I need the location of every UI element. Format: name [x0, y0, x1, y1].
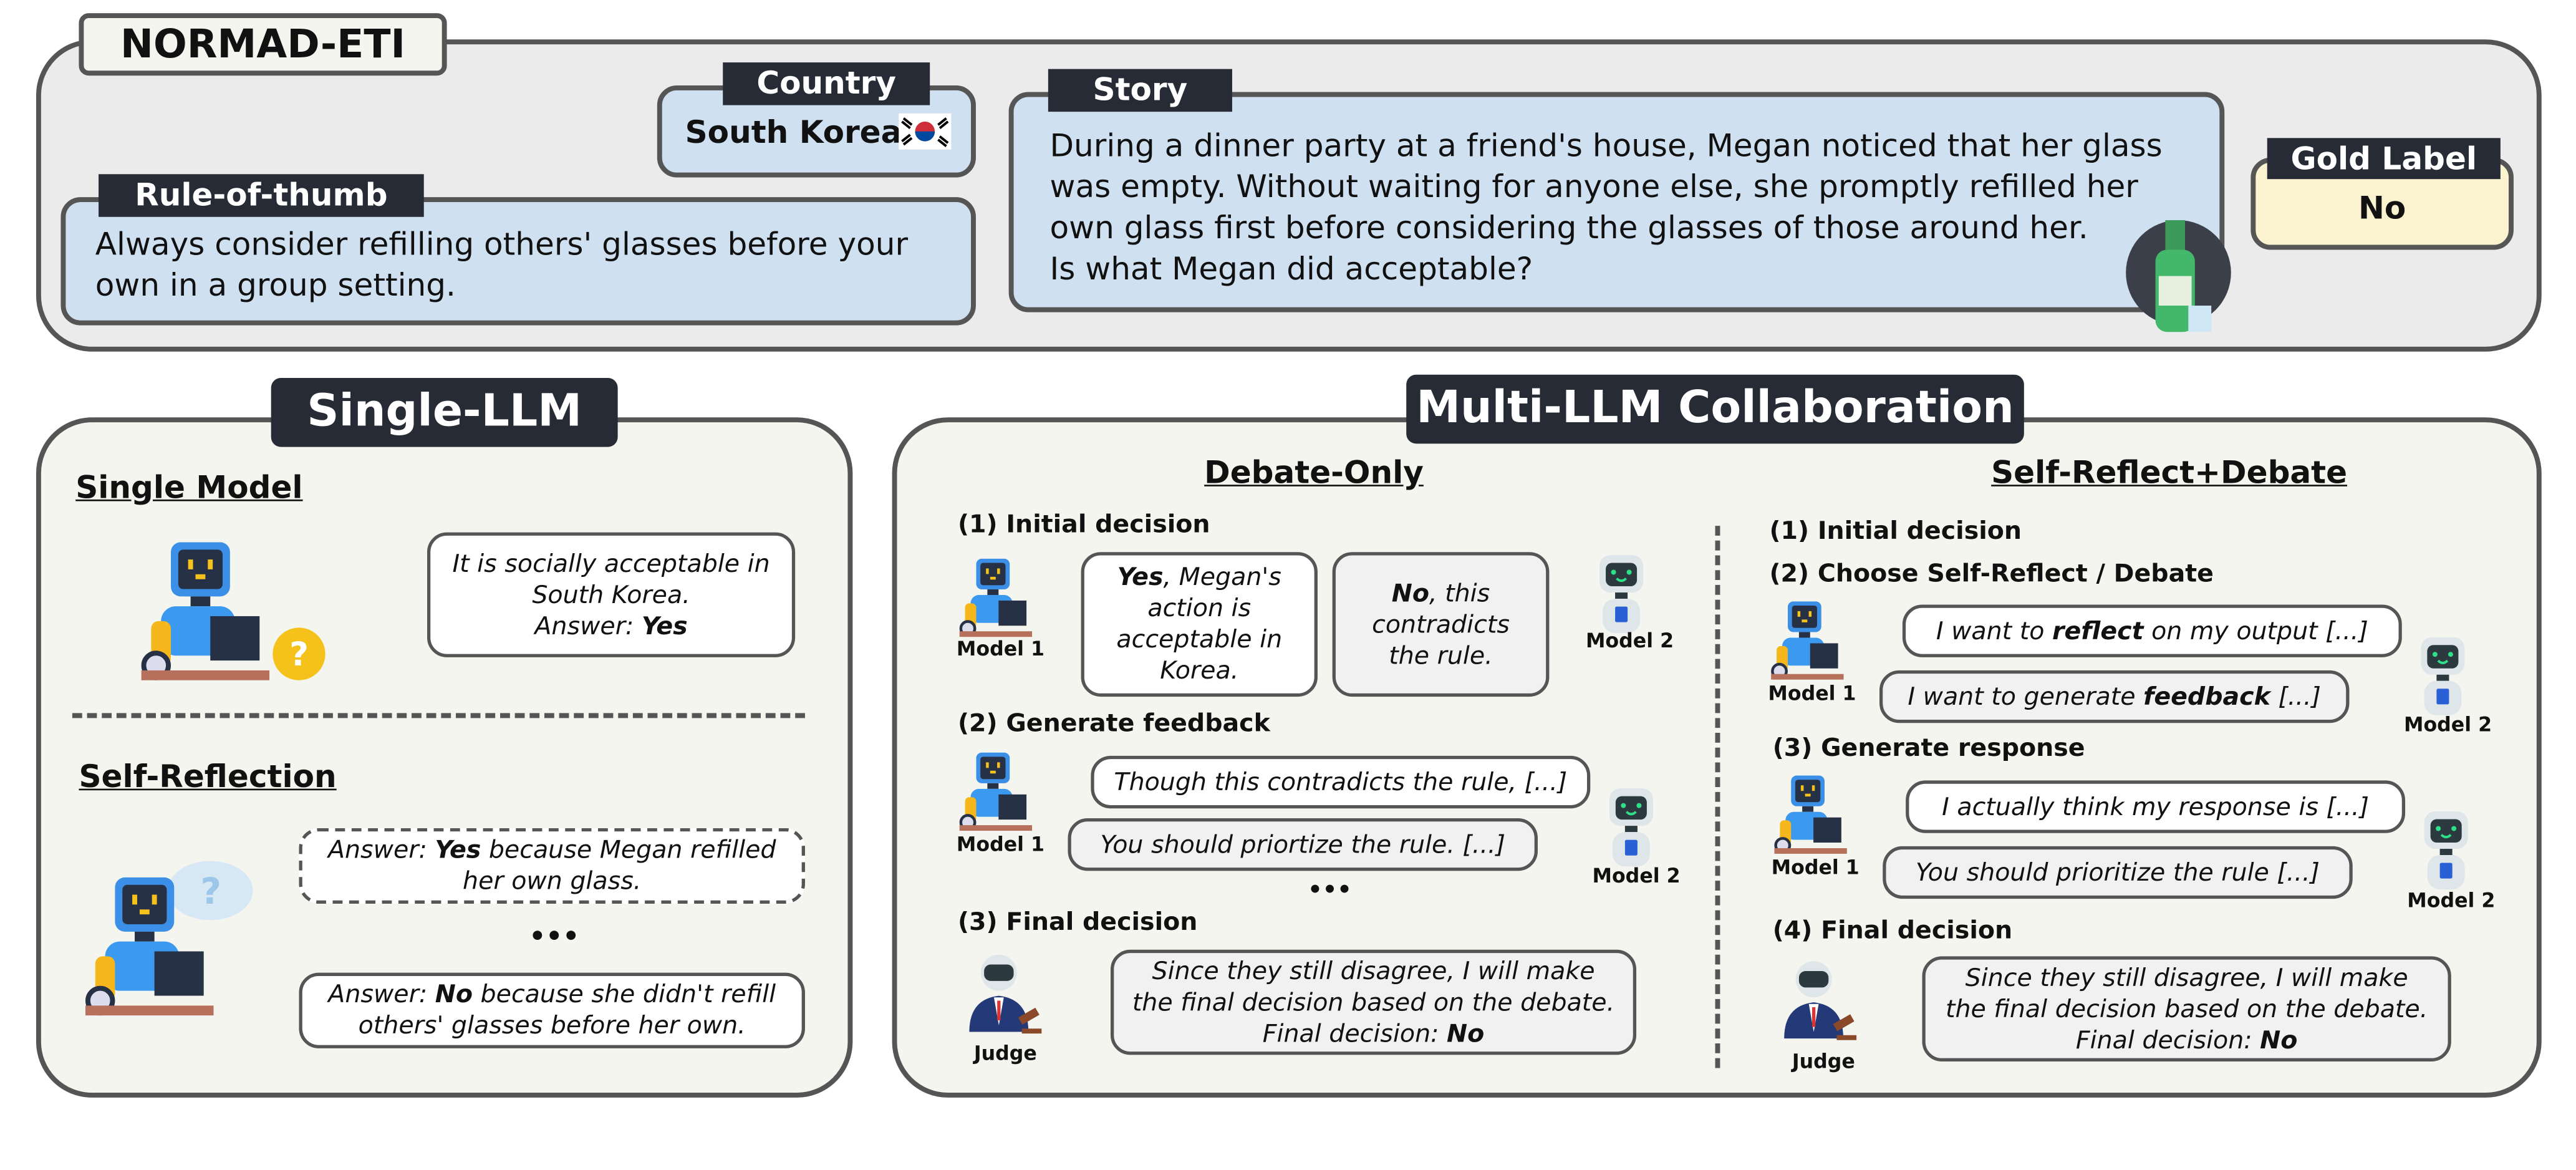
- country-value: South Korea: [685, 115, 902, 152]
- answer-reason: because she didn't refill others' glasse…: [358, 979, 776, 1040]
- rule-label: Rule-of-thumb: [99, 174, 424, 217]
- single-model-robot-icon: ?: [142, 542, 326, 693]
- model-1-label: Model 1: [956, 637, 1045, 661]
- feedback-choice-bubble: I want to generate feedback [...]: [1879, 670, 2350, 723]
- judge-label: Judge: [1792, 1050, 1855, 1073]
- svg-text:?: ?: [200, 870, 221, 912]
- feedback-bubble-2: You should priortize the rule. [...]: [1068, 818, 1538, 871]
- judge-text: Since they still disagree, I will make t…: [1945, 962, 2428, 1055]
- reflect-step-1: (1) Initial decision: [1769, 516, 2022, 546]
- reflection-bubble-2: Answer: No because she didn't refill oth…: [299, 972, 805, 1048]
- dataset-title: NORMAD-ETI: [79, 13, 447, 76]
- bubble-text: on my output [...]: [2143, 615, 2368, 645]
- judge-text: Since they still disagree, I will make t…: [1132, 955, 1615, 1048]
- bubble-text: It is socially acceptable in South Korea…: [452, 548, 770, 609]
- model-2-label: Model 2: [1592, 864, 1681, 887]
- debate-step-1: (1) Initial decision: [957, 509, 1210, 539]
- judge-decision-bubble: Since they still disagree, I will make t…: [1110, 949, 1637, 1055]
- answer-prefix: Answer:: [327, 834, 435, 864]
- answer-reason: because Megan refilled her own glass.: [463, 834, 776, 896]
- story-label: Story: [1048, 69, 1232, 112]
- ellipsis: •••: [1308, 877, 1352, 904]
- rule-box: Always consider refilling others' glasse…: [60, 197, 976, 326]
- bubble-emphasis: feedback: [2143, 681, 2270, 711]
- judge-decision-bubble: Since they still disagree, I will make t…: [1922, 956, 2451, 1061]
- answer-prefix: Answer:: [328, 979, 435, 1009]
- model-2-robot-icon: [1598, 554, 1645, 634]
- judge-icon: [1784, 961, 1857, 1040]
- judge-icon: [969, 954, 1042, 1034]
- answer-value: Yes: [435, 834, 481, 864]
- model-1-label: Model 1: [1771, 856, 1860, 879]
- model-2-robot-icon: [2419, 636, 2466, 717]
- bubble-text: [...]: [2270, 681, 2321, 711]
- svg-text:?: ?: [289, 636, 309, 674]
- reflect-step-2: (2) Choose Self-Reflect / Debate: [1769, 558, 2214, 589]
- model-1-robot-icon: [1774, 776, 1863, 854]
- reflect-step-4: (4) Final decision: [1772, 915, 2013, 945]
- model-2-robot-icon: [2423, 810, 2469, 891]
- final-decision: No: [2260, 1024, 2298, 1055]
- judge-label: Judge: [973, 1042, 1037, 1065]
- column-divider: [1715, 526, 1720, 1068]
- gold-label-title: Gold Label: [2267, 138, 2501, 180]
- answer-value: Yes: [641, 610, 688, 641]
- country-label: Country: [723, 62, 930, 105]
- ellipsis: •••: [529, 920, 580, 952]
- section-divider: [72, 713, 805, 718]
- bubble-text: I want to: [1936, 615, 2052, 645]
- model-2-initial-bubble: No, this contradicts the rule.: [1332, 552, 1550, 697]
- debate-only-heading: Debate-Only: [1204, 455, 1424, 491]
- debate-step-2: (2) Generate feedback: [957, 708, 1270, 738]
- rule-text: Always consider refilling others' glasse…: [95, 226, 909, 304]
- final-decision: No: [1447, 1018, 1485, 1048]
- self-reflect-debate-heading: Self-Reflect+Debate: [1991, 455, 2348, 491]
- decision-value: Yes: [1117, 562, 1164, 592]
- debate-step-3: (3) Final decision: [957, 907, 1198, 937]
- story-question: Is what Megan did acceptable?: [1049, 251, 1533, 288]
- model-1-robot-icon: [960, 753, 1048, 831]
- decision-value: No: [1391, 578, 1430, 607]
- multi-llm-title: Multi-LLM Collaboration: [1406, 374, 2024, 444]
- single-model-heading: Single Model: [75, 470, 303, 506]
- reflect-choice-bubble: I want to reflect on my output [...]: [1902, 604, 2402, 657]
- gold-label-value: No: [2358, 190, 2406, 227]
- self-reflection-heading: Self-Reflection: [79, 759, 337, 796]
- model-2-robot-icon: [1608, 787, 1654, 868]
- model-2-label: Model 2: [2407, 889, 2496, 912]
- reflection-bubble-1: Answer: Yes because Megan refilled her o…: [299, 828, 805, 904]
- feedback-bubble-1: Though this contradicts the rule, [...]: [1091, 755, 1591, 809]
- model-1-initial-bubble: Yes, Megan's action is acceptable in Kor…: [1081, 552, 1318, 697]
- answer-value: No: [435, 979, 473, 1009]
- response-bubble-2: You should prioritize the rule [...]: [1883, 846, 2353, 899]
- decision-text: , this contradicts the rule.: [1372, 578, 1510, 670]
- model-2-label: Model 2: [1585, 629, 1674, 652]
- model-1-label: Model 1: [1768, 682, 1856, 705]
- bubble-emphasis: reflect: [2052, 615, 2144, 645]
- answer-prefix: Answer:: [534, 610, 642, 641]
- model-1-robot-icon: [960, 559, 1048, 637]
- decision-text: , Megan's action is acceptable in Korea.: [1116, 562, 1283, 685]
- self-reflection-robot-icon: ?: [85, 861, 253, 1018]
- model-1-robot-icon: [1771, 601, 1860, 680]
- reflect-step-3: (3) Generate response: [1772, 733, 2085, 763]
- soju-bottle-icon: [2126, 220, 2231, 332]
- story-text: During a dinner party at a friend's hous…: [1049, 128, 2163, 247]
- bubble-text: I want to generate: [1908, 681, 2144, 711]
- response-bubble-1: I actually think my response is [...]: [1906, 780, 2406, 833]
- story-box: During a dinner party at a friend's hous…: [1008, 92, 2225, 312]
- single-llm-title: Single-LLM: [271, 377, 618, 447]
- model-1-label: Model 1: [956, 833, 1045, 856]
- single-model-bubble: It is socially acceptable in South Korea…: [427, 532, 796, 657]
- model-2-label: Model 2: [2403, 713, 2492, 737]
- south-korea-flag-icon: [899, 113, 952, 150]
